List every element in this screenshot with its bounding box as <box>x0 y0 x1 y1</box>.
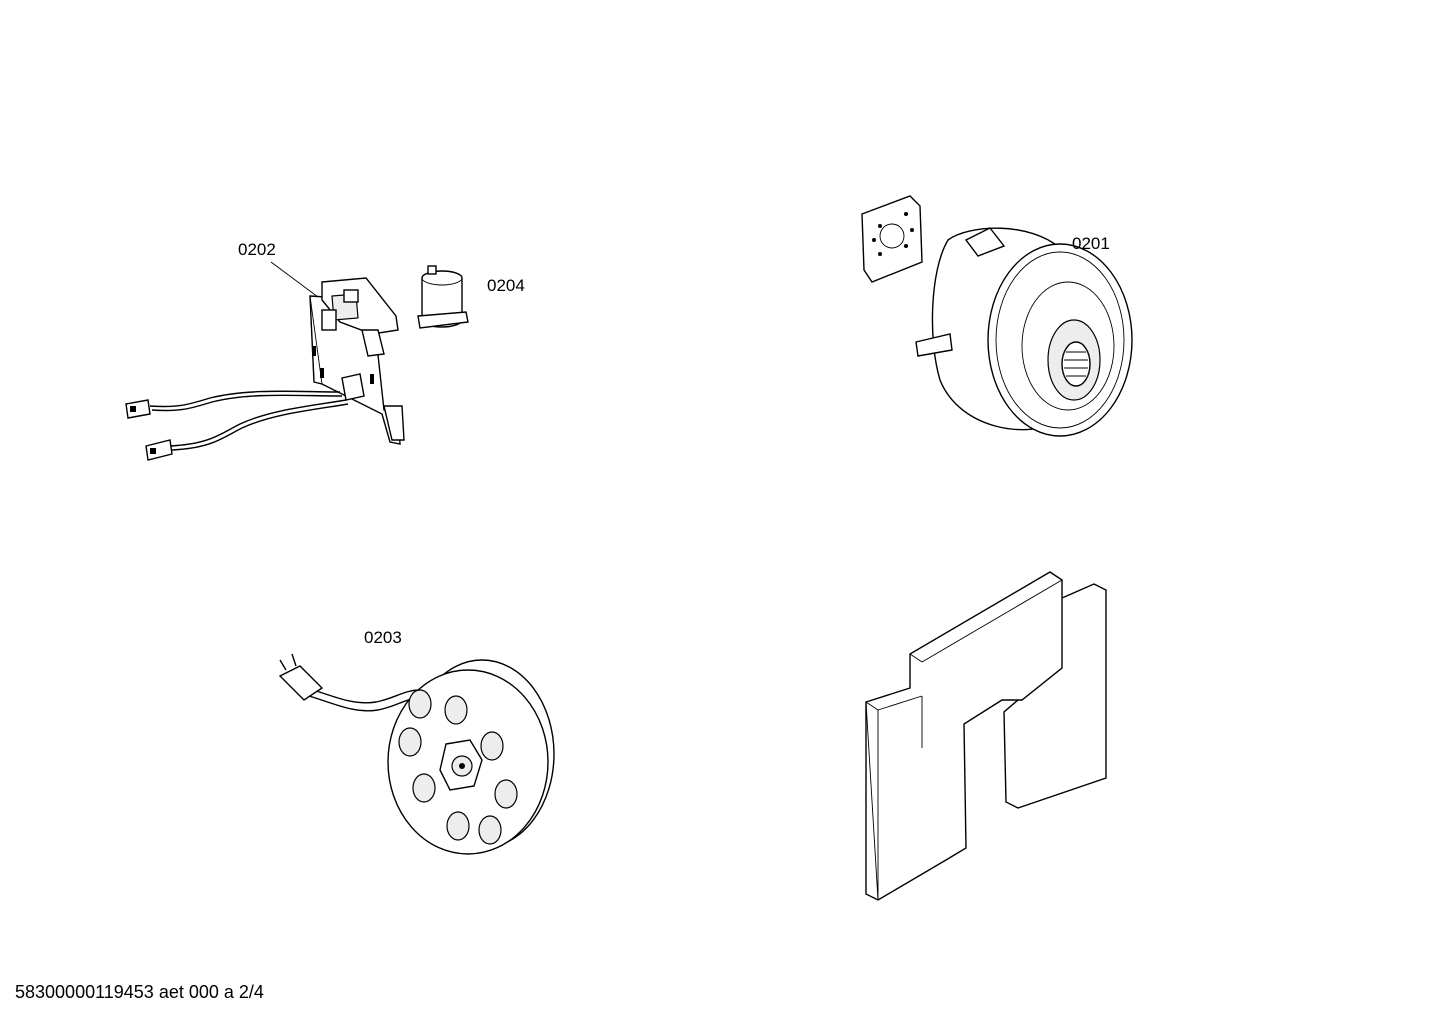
drawing-reference-footer: 58300000119453 aet 000 a 2/4 <box>15 982 264 1002</box>
part-label-0201: 0201 <box>1072 234 1110 253</box>
capacitor-0204 <box>417 265 469 329</box>
cable-reel-0203 <box>278 653 555 855</box>
part-label-0204: 0204 <box>487 276 525 295</box>
leader-line-0202 <box>270 261 323 301</box>
packaging-insert <box>865 571 1107 901</box>
electronic-module-0202 <box>125 261 405 461</box>
part-label-0202: 0202 <box>238 240 276 259</box>
motor-0201 <box>861 195 1133 437</box>
part-label-0203: 0203 <box>364 628 402 647</box>
